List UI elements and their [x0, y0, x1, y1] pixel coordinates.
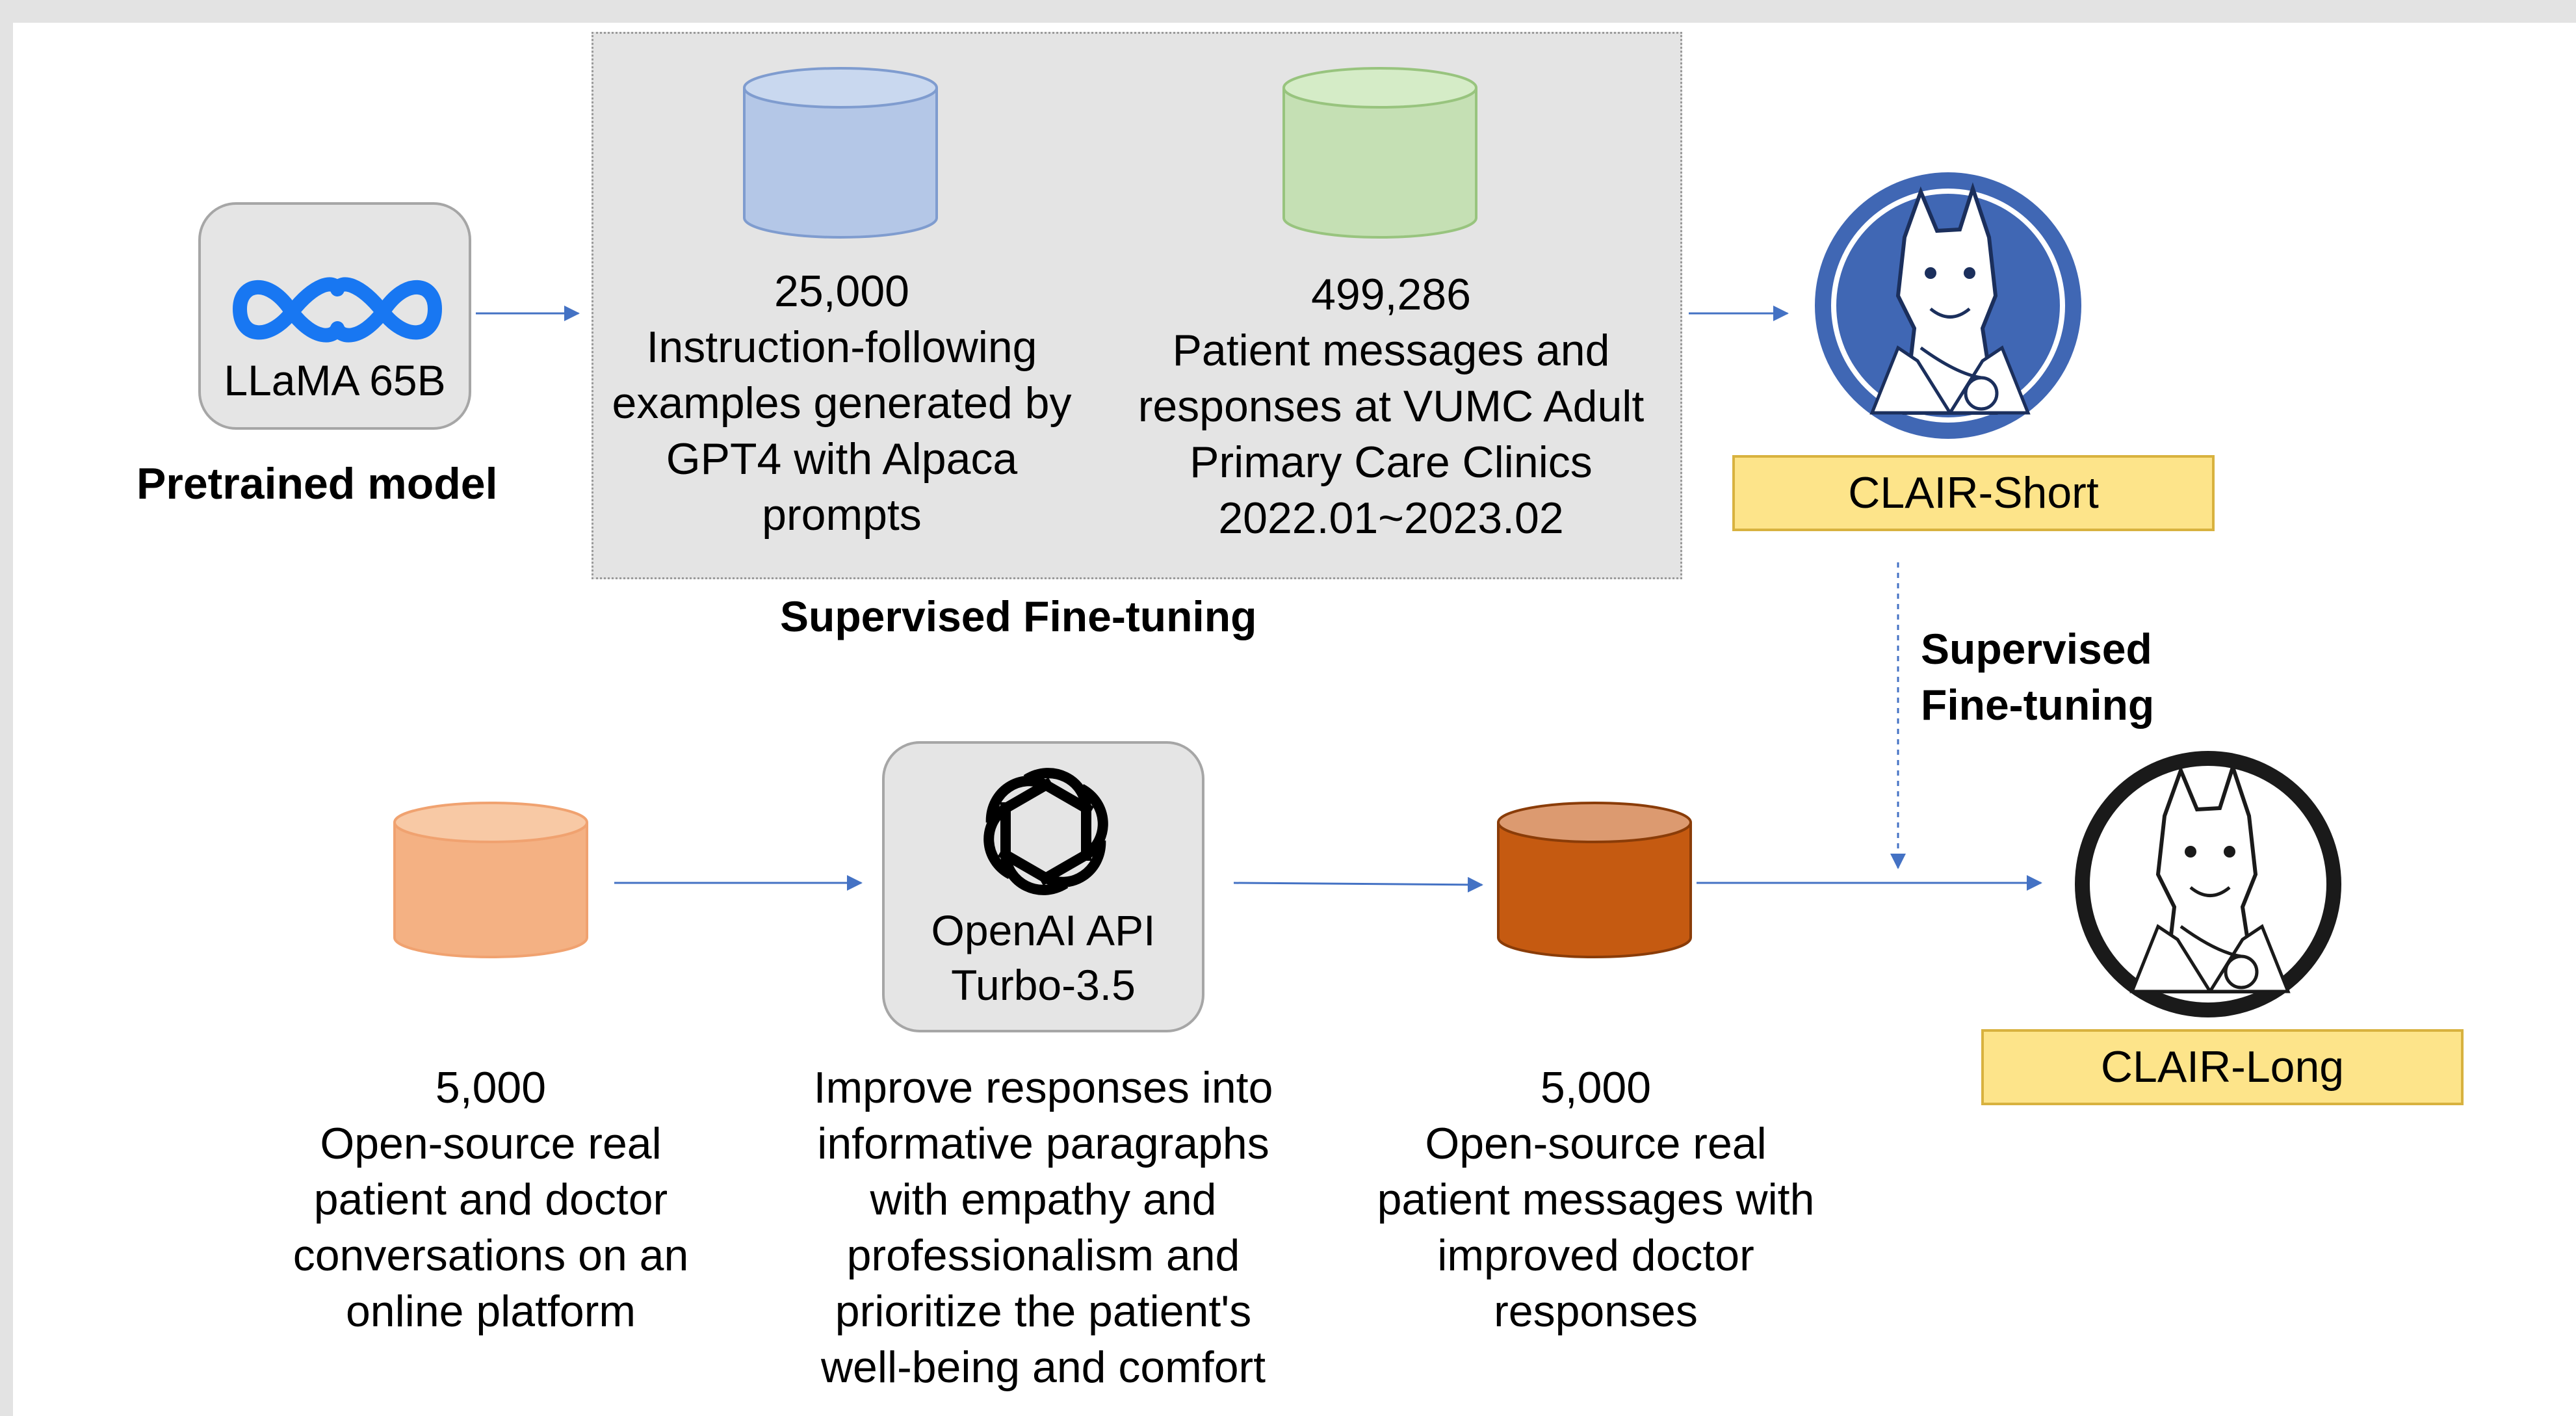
openai-knot-icon — [983, 768, 1108, 895]
llama-model-label: LLaMA 65B — [224, 356, 446, 404]
alpaca-dataset-text: 25,000 Instruction-following examples ge… — [585, 263, 1099, 543]
database-improved-icon — [1497, 802, 1692, 958]
database-opensource-icon — [393, 802, 588, 958]
openai-api-box: OpenAI API Turbo-3.5 — [882, 741, 1204, 1032]
improved-line-2: patient messages with — [1377, 1175, 1815, 1224]
openai-desc-line-1: Improve responses into — [813, 1063, 1273, 1112]
openai-desc-line-6: well-being and comfort — [820, 1343, 1266, 1392]
opensource-line-3: conversations on an — [293, 1231, 689, 1280]
openai-desc-line-5: prioritize the patient's — [835, 1287, 1252, 1336]
clair-long-logo-icon — [2072, 748, 2345, 1021]
meta-infinity-icon — [233, 277, 442, 343]
vumc-line-2: responses at VUMC Adult — [1138, 382, 1645, 431]
vumc-line-3: Primary Care Clinics — [1190, 438, 1593, 487]
clair-long-text: CLAIR-Long — [2100, 1042, 2345, 1092]
improved-line-4: responses — [1494, 1287, 1698, 1336]
openai-desc-line-3: with empathy and — [870, 1175, 1217, 1224]
vumc-dataset-text: 499,286 Patient messages and responses a… — [1112, 267, 1671, 546]
sft-stage1-caption: Supervised Fine-tuning — [780, 592, 1257, 640]
sft-stage2-caption: Supervised Fine-tuning — [1921, 621, 2246, 733]
openai-label: OpenAI API Turbo-3.5 — [885, 903, 1202, 1012]
vumc-line-4: 2022.01~2023.02 — [1218, 493, 1564, 543]
alpaca-count: 25,000 — [774, 267, 909, 316]
opensource-line-4: online platform — [345, 1287, 636, 1336]
alpaca-line-1: Instruction-following — [646, 322, 1037, 372]
openai-desc-line-2: informative paragraphs — [817, 1119, 1269, 1168]
arrow-openai-to-improved — [1233, 876, 1483, 893]
openai-desc-line-4: professionalism and — [846, 1231, 1240, 1280]
clair-long-label: CLAIR-Long — [1981, 1029, 2464, 1105]
vumc-line-1: Patient messages and — [1172, 326, 1610, 375]
clair-short-logo-icon — [1812, 169, 2085, 442]
alpaca-line-3: GPT4 with Alpaca — [666, 434, 1018, 484]
improved-count: 5,000 — [1540, 1063, 1652, 1112]
llama-model-box: LLaMA 65B — [198, 202, 471, 430]
opensource-dataset-text: 5,000 Open-source real patient and docto… — [247, 1060, 735, 1339]
vumc-count: 499,286 — [1311, 270, 1471, 319]
openai-line-2: Turbo-3.5 — [951, 961, 1136, 1009]
clair-short-label: CLAIR-Short — [1732, 455, 2215, 531]
opensource-line-2: patient and doctor — [313, 1175, 668, 1224]
opensource-line-1: Open-source real — [320, 1119, 662, 1168]
database-vumc-icon — [1282, 67, 1477, 239]
alpaca-line-4: prompts — [762, 490, 922, 540]
clair-short-text: CLAIR-Short — [1848, 468, 2099, 518]
connector-layer — [393, 67, 2345, 1021]
openai-line-1: OpenAI API — [931, 906, 1156, 954]
alpaca-line-2: examples generated by — [612, 378, 1072, 428]
sft-stage2-line-2: Fine-tuning — [1921, 681, 2155, 729]
diagram-canvas: LLaMA 65B Pretrained model 25,000 Instru… — [13, 23, 2576, 1416]
pretrained-model-caption: Pretrained model — [137, 459, 498, 508]
sft-stage2-line-1: Supervised — [1921, 625, 2152, 673]
improved-line-1: Open-source real — [1425, 1119, 1767, 1168]
improved-line-3: improved doctor — [1437, 1231, 1754, 1280]
openai-description-text: Improve responses into informative parag… — [787, 1060, 1300, 1395]
opensource-count: 5,000 — [435, 1063, 547, 1112]
improved-dataset-text: 5,000 Open-source real patient messages … — [1339, 1060, 1853, 1339]
database-alpaca-icon — [743, 67, 938, 239]
